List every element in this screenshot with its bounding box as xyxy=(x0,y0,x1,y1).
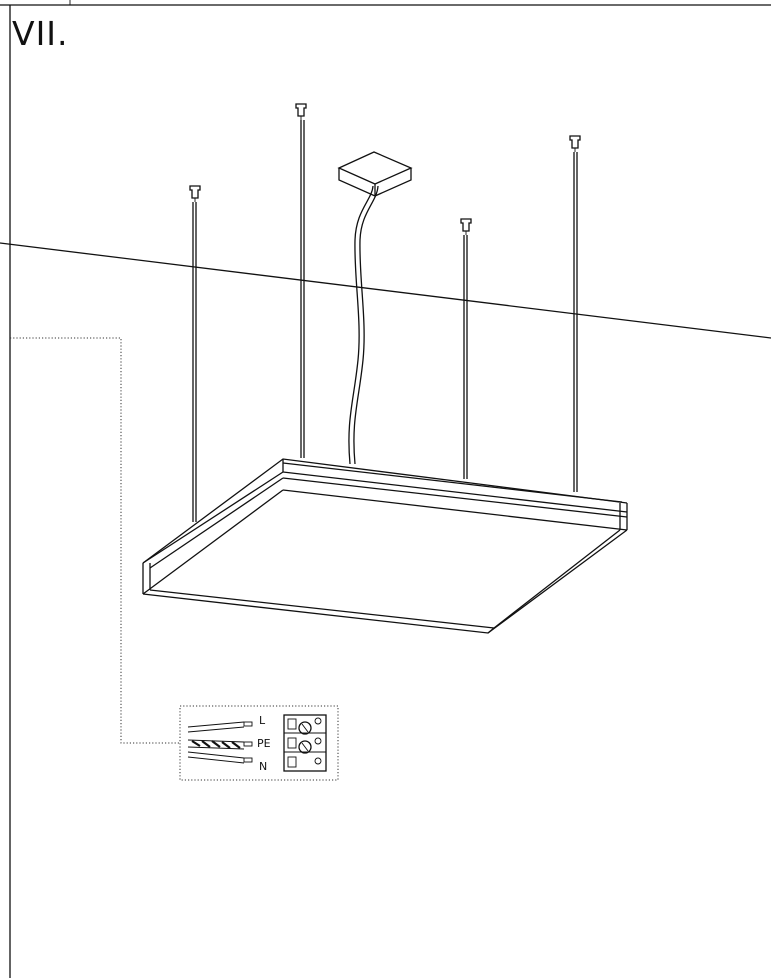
ceiling-line xyxy=(0,242,771,339)
suspension-cable xyxy=(300,120,305,458)
terminal-label-n: N xyxy=(259,760,267,773)
terminal-block xyxy=(283,714,327,772)
ceiling-anchor xyxy=(295,103,307,120)
power-cord xyxy=(348,185,379,465)
ceiling-anchor xyxy=(569,135,581,152)
suspension-cable xyxy=(463,235,468,479)
wire-l xyxy=(187,721,253,733)
wire-n xyxy=(187,751,253,764)
ceiling-anchor xyxy=(189,185,201,202)
callout-leader xyxy=(10,337,180,744)
wiring-detail: L PE N xyxy=(179,705,339,781)
luminaire-panel xyxy=(142,458,628,634)
wire-pe xyxy=(187,739,253,750)
step-label: VII. xyxy=(12,14,69,53)
junction-box xyxy=(337,151,413,198)
terminal-label-pe: PE xyxy=(257,737,271,750)
ceiling-anchor xyxy=(460,218,472,235)
suspension-cable xyxy=(573,152,578,492)
suspension-cable xyxy=(192,202,197,522)
terminal-label-l: L xyxy=(259,714,266,727)
